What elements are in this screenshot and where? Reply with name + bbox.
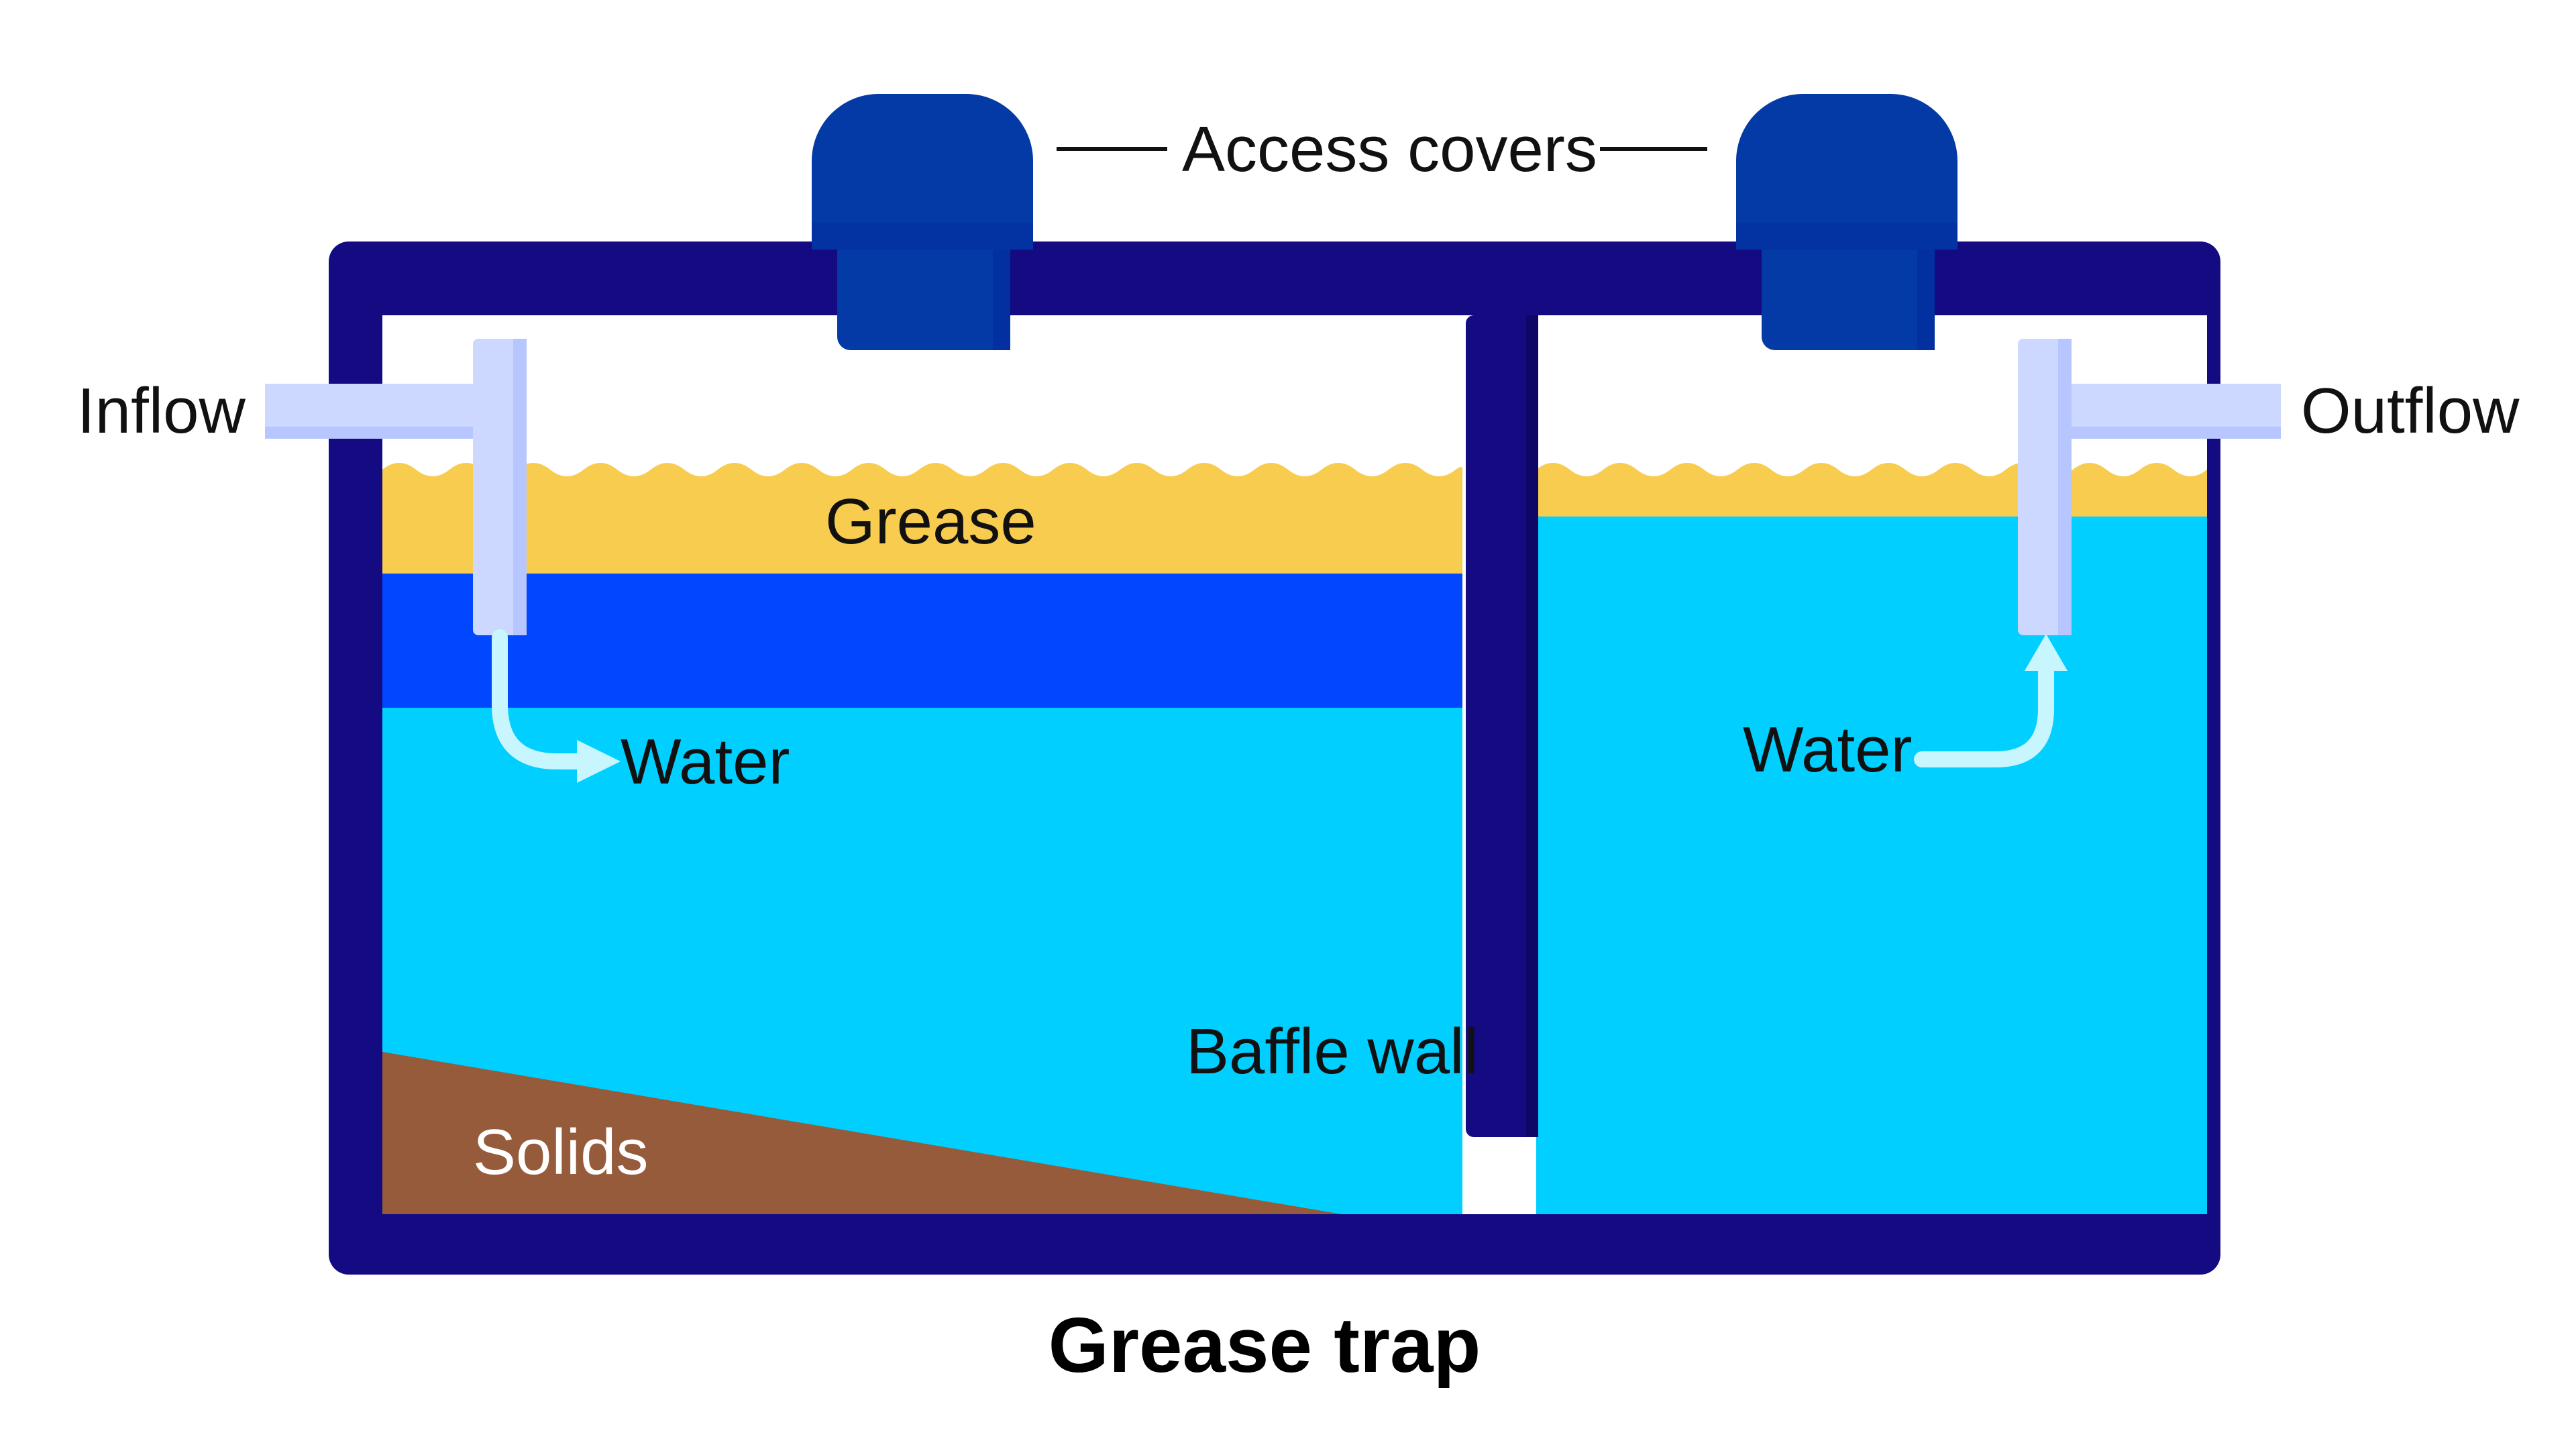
baffle-wall: [1466, 315, 1538, 1137]
inflow-label: Inflow: [77, 375, 246, 447]
grease-label: Grease: [825, 486, 1036, 557]
water-right-chamber: [1536, 517, 2207, 1214]
baffle-wall-label: Baffle wall: [1186, 1016, 1479, 1087]
water-arrow-left: [492, 629, 621, 783]
access-cover-left: [812, 94, 1033, 350]
solids-label: Solids: [473, 1116, 648, 1188]
baffle-wall-shade: [1526, 315, 1538, 1137]
outflow-pipe: [2018, 339, 2281, 635]
solids-sediment: [382, 1052, 1342, 1214]
grease-layer-left: [382, 463, 1462, 574]
water-right-label: Water: [1743, 714, 1912, 786]
outflow-label: Outflow: [2301, 375, 2520, 447]
water-arrow-right: [1914, 634, 2068, 767]
water-deep-band: [382, 574, 1462, 708]
access-cover-right: [1736, 94, 1957, 350]
inflow-pipe: [265, 339, 527, 635]
access-covers-label: Access covers: [1182, 113, 1597, 185]
water-left-label: Water: [621, 726, 790, 798]
grease-layer-right: [1536, 463, 2207, 517]
diagram-title: Grease trap: [1049, 1301, 1481, 1389]
